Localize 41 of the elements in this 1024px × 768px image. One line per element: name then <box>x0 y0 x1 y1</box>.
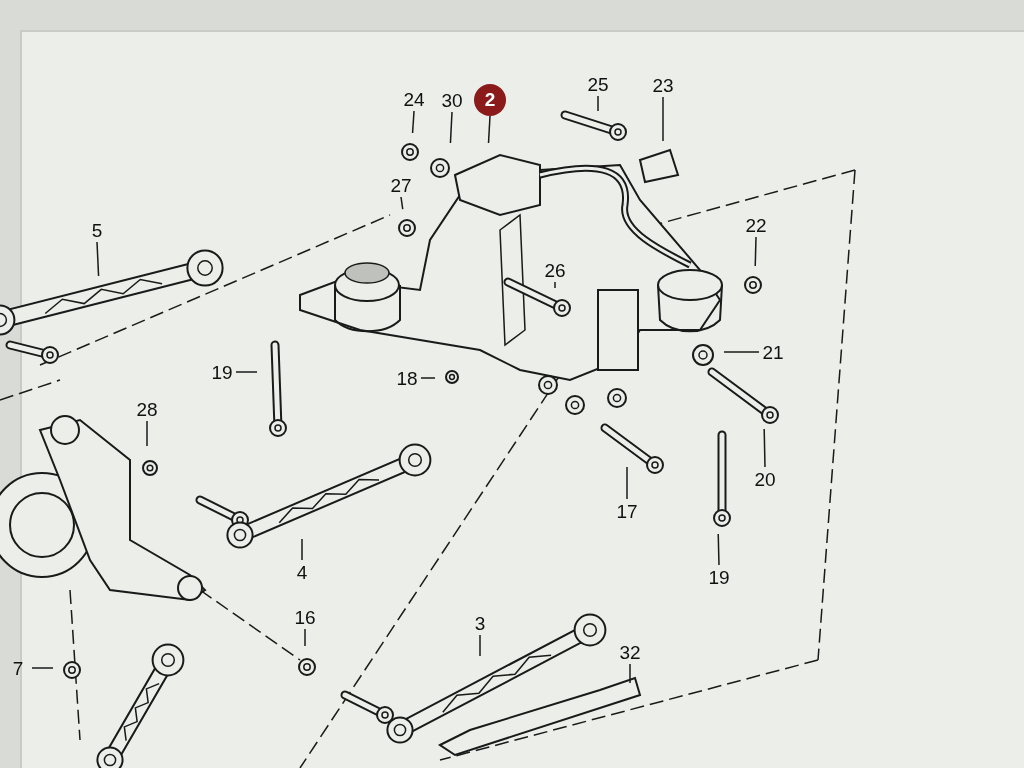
callout-number: 25 <box>586 74 610 94</box>
leader-line <box>717 533 720 566</box>
leader-line <box>420 377 436 379</box>
callout-number: 21 <box>761 342 785 362</box>
callout-number: 27 <box>389 175 413 195</box>
callout-number: 20 <box>753 469 777 489</box>
leader-line <box>146 420 148 447</box>
leader-line <box>629 663 631 684</box>
leader-line <box>763 428 766 468</box>
callout-number: 28 <box>135 399 159 419</box>
callout-number: 30 <box>440 90 464 110</box>
callout-number: 19 <box>707 567 731 587</box>
leader-line <box>554 281 556 289</box>
callout-number: 24 <box>402 89 426 109</box>
leader-line <box>31 667 54 669</box>
leader-line <box>626 466 628 500</box>
leader-line <box>597 95 599 112</box>
callout-number: 26 <box>543 260 567 280</box>
leader-line <box>301 538 303 561</box>
callout-number: 22 <box>744 215 768 235</box>
leader-line <box>400 196 404 210</box>
callout-number: 19 <box>210 362 234 382</box>
leader-line <box>487 115 491 144</box>
leader-line <box>235 371 258 373</box>
leader-line <box>479 634 481 657</box>
leader-line <box>96 241 100 277</box>
callout-number: 16 <box>293 607 317 627</box>
callout-number: 3 <box>473 613 487 633</box>
callout-number: 17 <box>615 501 639 521</box>
leader-line <box>754 236 757 267</box>
leader-line <box>411 110 415 134</box>
leader-line <box>449 111 453 144</box>
leader-line <box>304 628 306 647</box>
leader-line <box>723 351 760 353</box>
callout-number: 32 <box>618 642 642 662</box>
callout-number: 18 <box>395 368 419 388</box>
callout-number: 5 <box>90 220 104 240</box>
callout-number: 4 <box>295 562 309 582</box>
callout-number: 7 <box>11 658 25 678</box>
leader-line <box>662 96 664 142</box>
callout-number: 23 <box>651 75 675 95</box>
